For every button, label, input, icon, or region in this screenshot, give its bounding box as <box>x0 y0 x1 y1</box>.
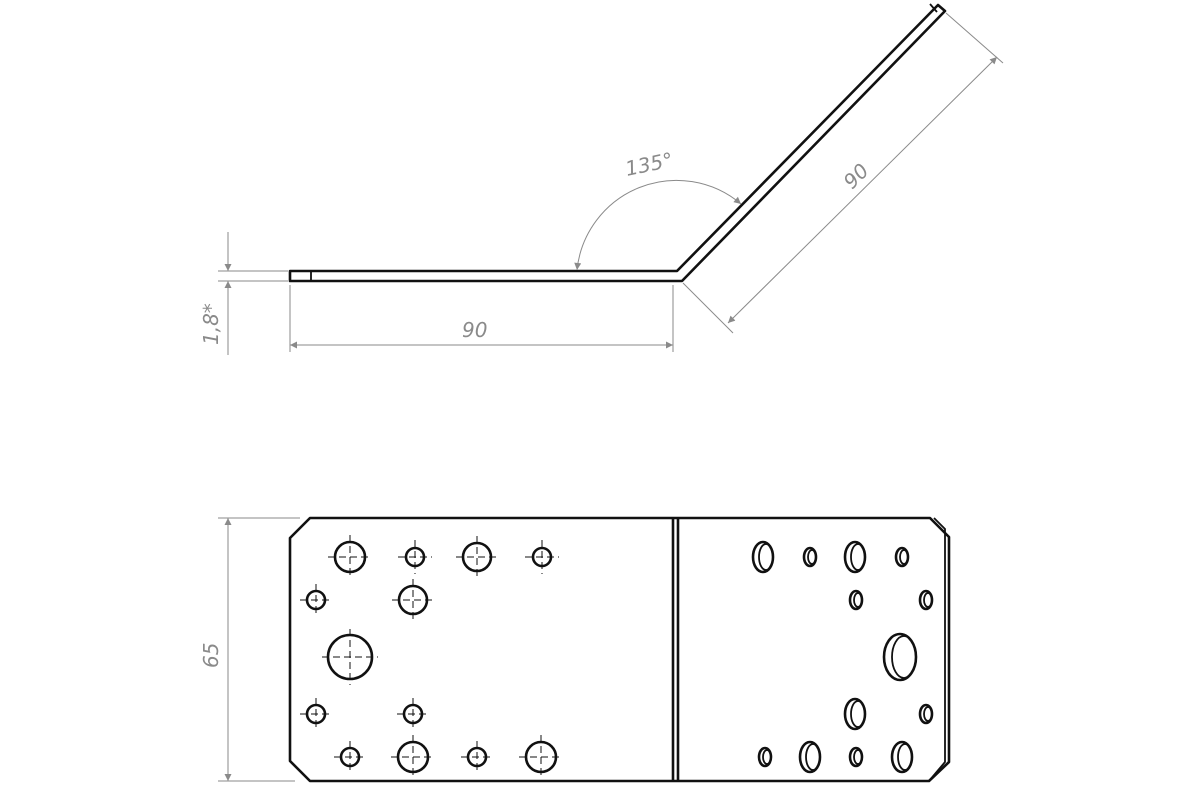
height-label: 65 <box>199 643 223 668</box>
plate-tip-mark <box>929 3 938 13</box>
large-hole <box>322 629 378 685</box>
hole <box>334 741 366 773</box>
hole <box>461 741 493 773</box>
oval-hole <box>918 589 934 611</box>
hole <box>300 698 332 730</box>
outline-chamfer-edge <box>928 517 946 782</box>
hole <box>525 540 559 574</box>
hole <box>456 536 498 578</box>
oval-hole <box>757 746 773 768</box>
oval-hole <box>802 546 818 568</box>
hole <box>398 540 432 574</box>
oval-hole <box>751 540 775 574</box>
side-view: 1,8* 90 90 135° <box>199 3 1004 355</box>
oval-hole <box>890 740 914 774</box>
horizontal-length-label: 90 <box>462 318 487 342</box>
flat-part-holes <box>300 535 563 779</box>
hole <box>391 735 435 779</box>
large-oval-hole <box>882 632 918 682</box>
hole <box>300 584 332 616</box>
inclined-part-holes <box>751 540 934 774</box>
oval-hole <box>843 540 867 574</box>
bent-plate-profile <box>288 3 947 283</box>
oval-hole <box>848 746 864 768</box>
hole <box>397 698 429 730</box>
oval-hole <box>843 697 867 731</box>
hole <box>328 535 372 579</box>
oval-hole <box>894 546 910 568</box>
inclined-length-label: 90 <box>839 159 874 194</box>
oval-hole <box>798 740 822 774</box>
oval-hole <box>918 703 934 725</box>
horizontal-length-dimension: 90 <box>289 285 674 352</box>
hole <box>519 735 563 779</box>
angle-dimension: 135° <box>574 147 742 271</box>
thickness-dimension: 1,8* <box>199 232 288 355</box>
inclined-length-dimension: 90 <box>682 12 1004 334</box>
hole <box>392 579 434 621</box>
thickness-label: 1,8* <box>199 303 223 345</box>
plan-view: 65 <box>199 516 951 783</box>
angle-label: 135° <box>623 147 675 180</box>
oval-hole <box>848 589 864 611</box>
height-dimension: 65 <box>199 517 300 782</box>
